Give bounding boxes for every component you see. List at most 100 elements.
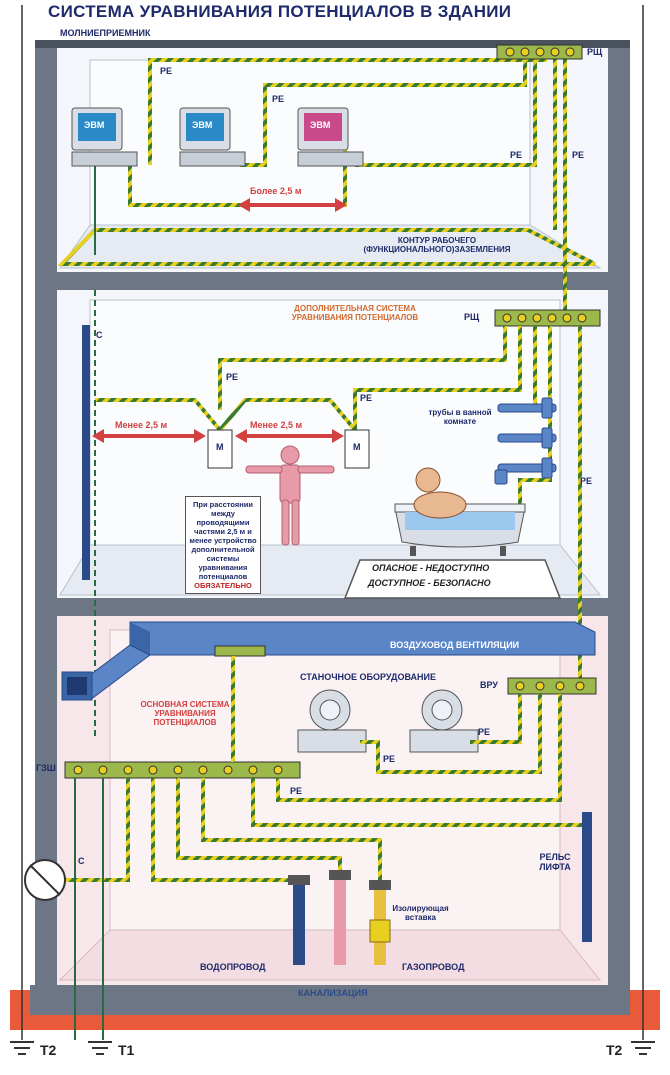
column-c-clamp-line	[29, 864, 61, 896]
water-pipe-clamp	[288, 875, 310, 885]
pe-line-bot-8	[151, 778, 298, 882]
vru-terminals	[515, 681, 585, 691]
label-m-2: М	[353, 442, 361, 452]
pink-pipe	[334, 870, 346, 965]
insulating-insert	[369, 919, 391, 943]
label-pe-7: PE	[580, 476, 593, 486]
pe-line-bot-3	[470, 694, 522, 744]
distance-note: При расстоянии между проводящими частями…	[185, 496, 261, 594]
label-vru: ВРУ	[480, 680, 498, 690]
label-less-distance-1: Менее 2,5 м	[115, 420, 168, 430]
label-m-1: М	[216, 442, 224, 452]
rshch-top-terminals	[505, 47, 575, 57]
pe-line-bot-5	[251, 778, 585, 827]
label-t1: Т1	[118, 1042, 135, 1058]
pe-line-mid-1	[218, 326, 507, 410]
gzsh-terminals	[73, 765, 283, 775]
rshch-middle-terminals	[502, 313, 587, 323]
note-emphasis: ОБЯЗАТЕЛЬНО	[194, 581, 252, 590]
label-machine: СТАНОЧНОЕ ОБОРУДОВАНИЕ	[300, 672, 436, 682]
pe-line-bot-2	[360, 694, 542, 774]
label-lightning: МОЛНИЕПРИЕМНИК	[60, 28, 151, 38]
person-figure	[245, 445, 335, 546]
computer-1	[71, 107, 138, 167]
label-pe-5: PE	[226, 372, 239, 382]
building-left-wall	[35, 40, 57, 990]
functional-ground-contour	[57, 228, 596, 266]
distance-arrow-top	[238, 198, 347, 212]
room-bottom-floor-plane	[58, 929, 602, 981]
label-pe-1: PE	[160, 66, 173, 76]
label-water: ВОДОПРОВОД	[200, 962, 266, 972]
elevator-rail	[582, 812, 592, 942]
distance-arrow-mid-left	[92, 429, 206, 443]
label-pe-10: PE	[290, 786, 303, 796]
label-insulating: Изолирующая вставка	[392, 904, 449, 922]
label-more-distance: Более 2,5 м	[250, 186, 302, 196]
bathroom-pipes	[494, 397, 557, 485]
label-gas: ГАЗОПРОВОД	[402, 962, 465, 972]
pink-pipe-clamp	[329, 870, 351, 880]
device-m-1	[207, 429, 233, 469]
foundation	[30, 985, 630, 1015]
roof	[35, 40, 630, 48]
note-text: При расстоянии между проводящими частями…	[189, 500, 257, 581]
label-pe-9: PE	[383, 754, 396, 764]
pe-line-bot-9	[65, 778, 130, 882]
pe-line-bot-4	[276, 694, 562, 802]
label-pe-6: PE	[360, 393, 373, 403]
safety-sign	[343, 559, 562, 599]
label-gzsh: ГЗШ	[36, 763, 56, 773]
sign-accessible: ДОСТУПНОЕ - БЕЗОПАСНО	[368, 578, 491, 588]
ground-symbol-t1	[88, 1041, 112, 1055]
label-pe-8: PE	[478, 727, 491, 737]
label-rshch-top: РЩ	[587, 47, 603, 57]
label-main-system: ОСНОВНАЯ СИСТЕМА УРАВНИВАНИЯ ПОТЕНЦИАЛОВ	[140, 700, 230, 727]
ground-symbol-right	[631, 1041, 655, 1055]
label-evm-3: ЭВМ	[310, 120, 331, 130]
label-evm-1: ЭВМ	[84, 120, 105, 130]
device-m-2	[344, 429, 370, 469]
distance-arrow-mid-right	[235, 429, 344, 443]
label-pe-3: PE	[510, 150, 523, 160]
ground-symbol-left	[10, 1041, 34, 1055]
label-c-middle: С	[96, 330, 103, 340]
gas-pipe-clamp	[369, 880, 391, 890]
pe-line-top-4	[355, 55, 537, 167]
label-sewer: КАНАЛИЗАЦИЯ	[298, 988, 368, 998]
pe-line-bot-7	[176, 778, 342, 872]
label-additional-system: ДОПОЛНИТЕЛЬНАЯ СИСТЕМА УРАВНИВАНИЯ ПОТЕН…	[291, 304, 419, 322]
label-t2-left: Т2	[40, 1042, 57, 1058]
label-pipes: трубы в ванной комнате	[428, 408, 492, 426]
label-duct: ВОЗДУХОВОД ВЕНТИЛЯЦИИ	[390, 640, 520, 650]
building-right-wall	[608, 40, 630, 990]
label-rshch-middle: РЩ	[464, 312, 480, 322]
pe-line-mid-6	[95, 398, 357, 434]
machine-2	[409, 689, 479, 753]
floor-slab-2	[35, 598, 630, 616]
label-t2-right: Т2	[606, 1042, 623, 1058]
sign-dangerous: ОПАСНОЕ - НЕДОСТУПНО	[372, 563, 490, 573]
floor-slab-3	[35, 272, 630, 290]
bathtub	[394, 467, 526, 556]
label-evm-2: ЭВМ	[192, 120, 213, 130]
pe-line-mid-2	[353, 326, 522, 430]
machine-1	[297, 689, 367, 753]
water-pipe	[293, 875, 305, 965]
pe-line-bot-6	[201, 778, 382, 880]
label-pe-4: PE	[572, 150, 585, 160]
pe-line-top-1	[128, 150, 347, 207]
duct-clamp	[214, 645, 266, 657]
label-contour: КОНТУР РАБОЧЕГО (ФУНКЦИОНАЛЬНОГО)ЗАЗЕМЛЕ…	[363, 236, 511, 254]
page-title: СИСТЕМА УРАВНИВАНИЯ ПОТЕНЦИАЛОВ В ЗДАНИИ	[48, 2, 512, 21]
label-rail: РЕЛЬС ЛИФТА	[539, 852, 571, 872]
computer-2	[179, 107, 246, 167]
vru-busbar	[507, 677, 597, 695]
column-c-middle	[82, 325, 90, 580]
computer-3	[297, 107, 364, 167]
label-c-bottom: С	[78, 856, 85, 866]
label-pe-2: PE	[272, 94, 285, 104]
label-less-distance-2: Менее 2,5 м	[250, 420, 303, 430]
